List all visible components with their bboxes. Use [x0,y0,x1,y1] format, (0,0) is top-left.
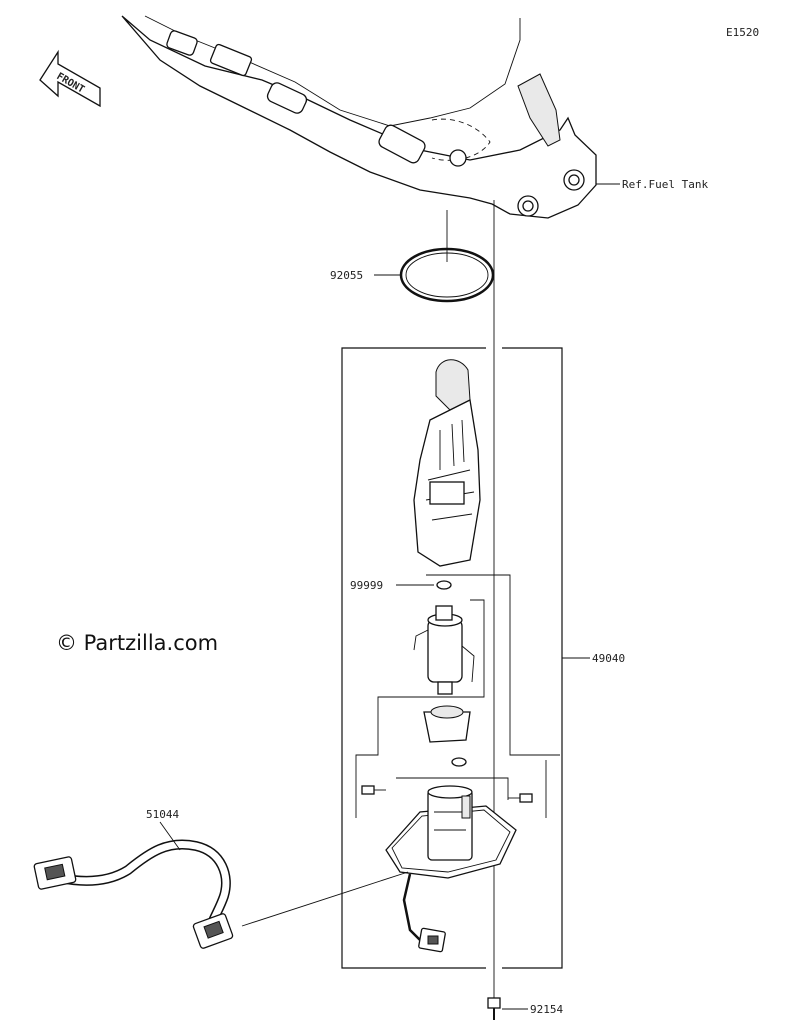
washer-99999 [436,580,452,590]
pump-bracket-upper [355,574,560,818]
ref-fuel-tank-label: Ref.Fuel Tank [622,178,708,191]
pump-connector-lead [402,873,446,953]
screw-right-icon [508,793,533,803]
front-arrow-icon: FRONT [39,49,101,108]
fuel-filter-housing [413,359,481,567]
part-label-51044: 51044 [146,808,179,821]
part-label-99999: 99999 [350,579,383,592]
bolt-92154-icon [487,997,501,1020]
part-label-49040: 49040 [592,652,625,665]
watermark: © Partzilla.com [56,631,218,655]
harness-connection-line [241,871,409,927]
label-51044-leader [159,821,181,851]
washer-small [451,757,467,767]
screw-left-icon [361,785,386,795]
part-label-92154: 92154 [530,1003,563,1016]
pump-base-plate [385,785,517,879]
part-label-92055: 92055 [330,269,363,282]
pump-holder [423,705,471,743]
diagram-code: E1520 [726,26,759,39]
fuel-tank-reference [121,15,597,219]
wire-harness [33,839,234,949]
fuel-pump [413,605,475,695]
pump-bracket-lower [396,760,547,818]
